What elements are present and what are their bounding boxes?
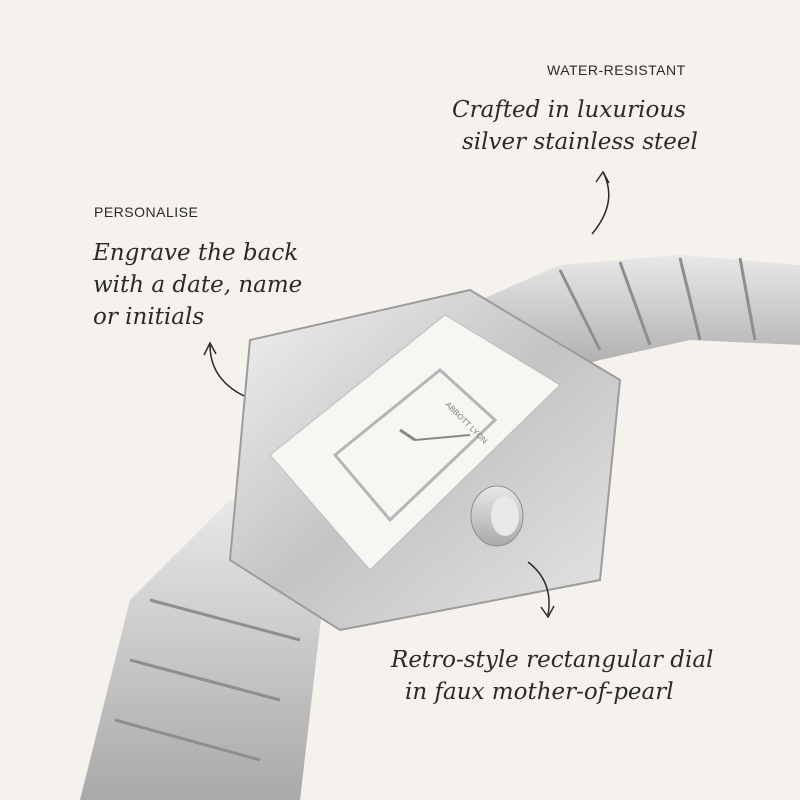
personalise-label: PERSONALISE <box>94 204 199 220</box>
caption-line: silver stainless steel <box>462 129 698 155</box>
dial-caption: Retro-style rectangular dial in faux mot… <box>391 644 713 708</box>
arrow-up-icon <box>203 341 245 397</box>
caption-line: Retro-style rectangular dial <box>391 647 714 673</box>
caption-line: with a date, name <box>93 272 303 298</box>
steel-caption: Crafted in luxurious silver stainless st… <box>452 94 698 158</box>
watch-dial: ABBOTT LYON <box>269 314 561 571</box>
caption-line: Engrave the back <box>93 240 299 266</box>
engrave-caption: Engrave the back with a date, name or in… <box>93 237 302 333</box>
crown[interactable] <box>470 485 524 547</box>
caption-line: Crafted in luxurious <box>452 97 686 123</box>
arrow-up-icon <box>591 170 610 235</box>
water-resistant-label: WATER-RESISTANT <box>547 62 686 78</box>
caption-line: in faux mother-of-pearl <box>405 679 674 705</box>
arrow-down-icon <box>527 561 555 619</box>
caption-line: or initials <box>93 304 205 330</box>
